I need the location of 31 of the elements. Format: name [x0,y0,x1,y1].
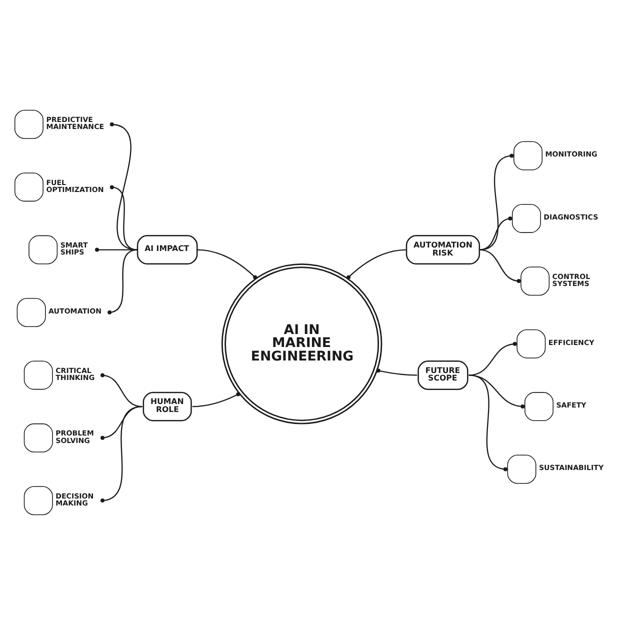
node-box: FUTURE SCOPE [418,360,468,390]
node-label: CRITICAL THINKING [56,366,95,382]
node-label: FUEL OPTIMIZATION [46,177,104,194]
connector [100,405,142,440]
connector [376,368,418,376]
connector [479,153,514,250]
node-label: SMART SHIPS [60,240,88,256]
connector [100,405,142,502]
node-box: AI IMPACT [136,234,198,264]
node-label: SAFETY [556,400,586,409]
connector [100,372,142,407]
node-box: AUTOMATION RISK [406,234,480,264]
node-label: AUTOMATION [48,306,102,315]
connector [468,374,508,471]
connector [468,341,517,376]
connector [95,247,138,252]
node-label: SUSTAINABILITY [538,462,604,472]
node-label: PROBLEM SOLVING [56,428,94,444]
connector [479,216,512,250]
connector [479,248,521,283]
node-label: CONTROL SYSTEMS [552,271,590,288]
node-label: PREDICTIVE MAINTENANCE [46,114,104,131]
connector [192,392,240,407]
connector [346,248,407,279]
node-label: DIAGNOSTICS [544,212,598,221]
node-label: DECISION MAKING [56,490,94,507]
node-label: EFFICIENCY [548,337,594,346]
connector [108,248,138,314]
node-label: MONITORING [545,149,598,158]
node-box: HUMAN ROLE [142,391,192,421]
connector [197,248,258,279]
